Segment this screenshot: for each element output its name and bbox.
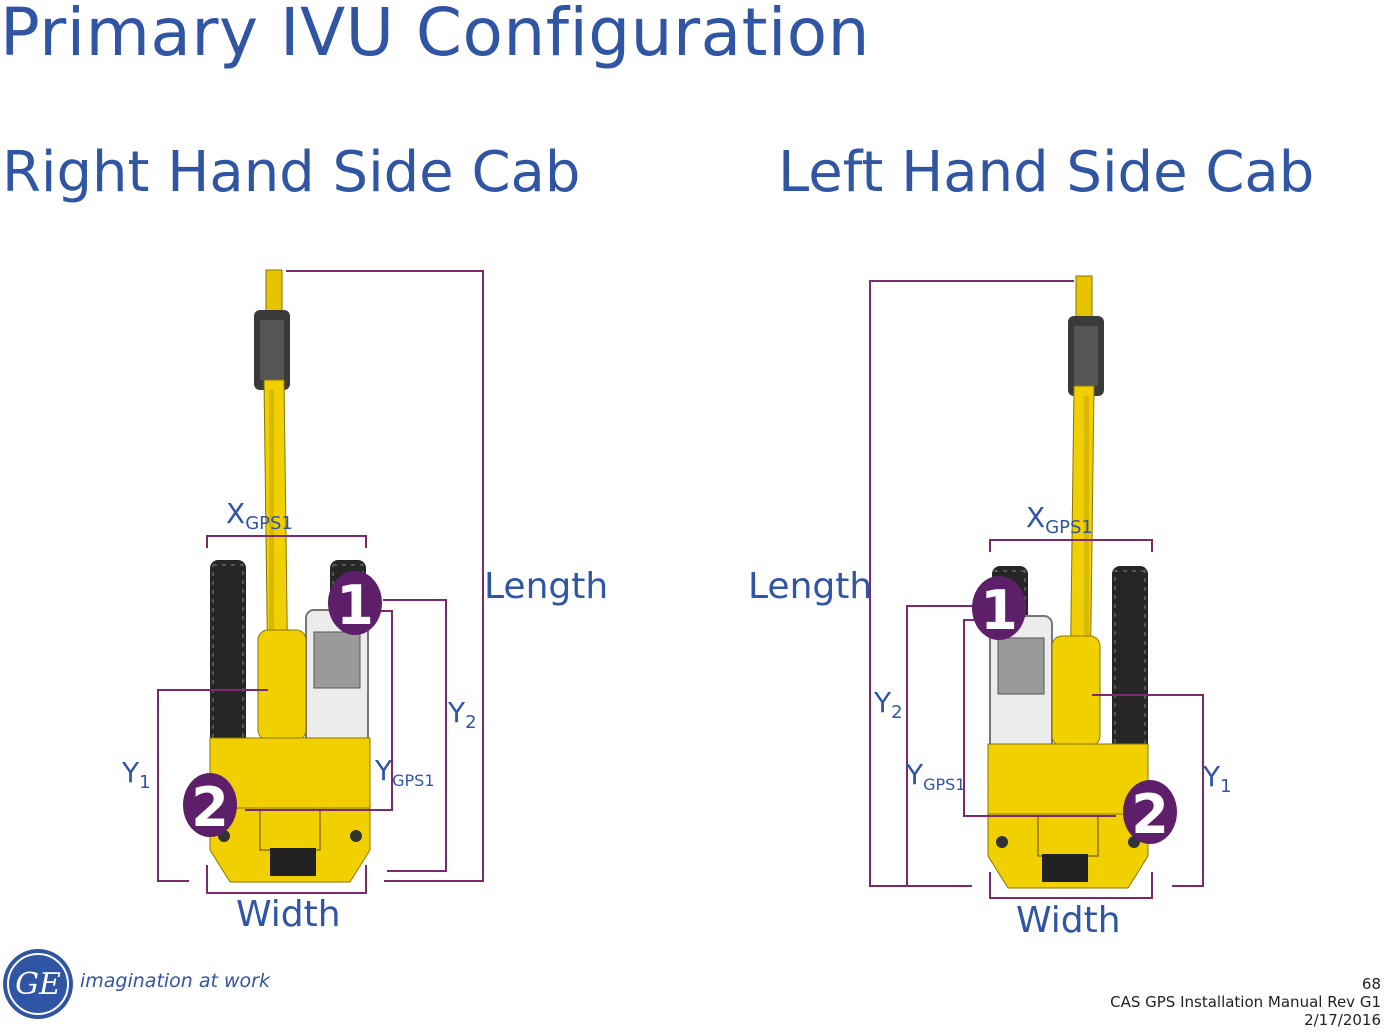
width-label: Width (236, 894, 341, 935)
x-gps1-label: XGPS1 (226, 497, 293, 534)
svg-text:2: 2 (1131, 783, 1169, 846)
page-title: Primary IVU Configuration (0, 0, 871, 71)
ge-logo: GE (3, 949, 73, 1019)
y2-label: Y2 (447, 696, 477, 733)
y-gps1-label: YGPS1 (905, 758, 966, 794)
left-hand-cab-badge-1: 1 (972, 576, 1026, 642)
width-label: Width (1016, 900, 1121, 941)
right-hand-cab-dimension-lines (157, 270, 484, 894)
document-title: CAS GPS Installation Manual Rev G1 (1110, 993, 1381, 1011)
svg-text:2: 2 (191, 776, 229, 839)
y2-label: Y2 (873, 686, 903, 723)
length-label: Length (748, 566, 872, 607)
y-gps1-label: YGPS1 (374, 754, 435, 790)
y1-label: Y1 (121, 756, 151, 793)
left-hand-cab-dimension-lines (869, 280, 1204, 899)
length-label: Length (484, 566, 608, 607)
x-gps1-label: XGPS1 (1026, 501, 1093, 538)
svg-text:GE: GE (15, 967, 61, 1002)
svg-text:1: 1 (980, 579, 1018, 642)
heading-left-hand-cab: Left Hand Side Cab (778, 140, 1315, 205)
right-hand-cab-badge-1: 1 (328, 571, 382, 637)
document-date: 2/17/2016 (1304, 1011, 1381, 1029)
tagline: imagination at work (80, 970, 270, 992)
page-number: 68 (1361, 975, 1381, 993)
heading-right-hand-cab: Right Hand Side Cab (2, 140, 581, 205)
y1-label: Y1 (1202, 760, 1232, 797)
left-hand-cab-badge-2: 2 (1123, 780, 1177, 846)
svg-text:1: 1 (336, 574, 374, 637)
right-hand-cab-badge-2: 2 (183, 773, 237, 839)
